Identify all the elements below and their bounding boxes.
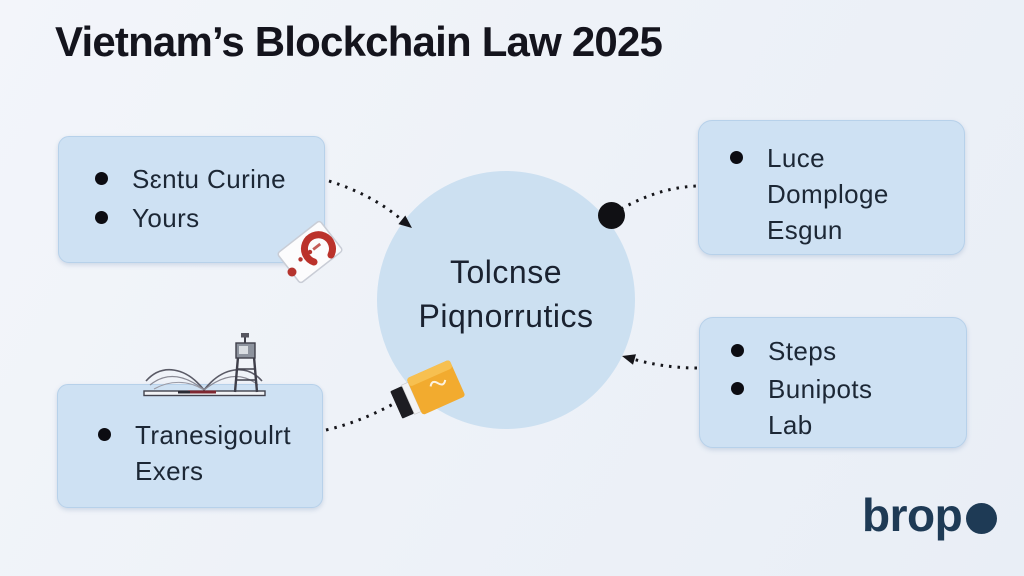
- bullet-icon: [730, 151, 743, 164]
- brand-logo-text: brop: [862, 489, 963, 541]
- arrow-bottom-right-to-center: [628, 356, 698, 370]
- connector-node-dot: [598, 202, 625, 229]
- box-top-left: Sɛntu Curine Yours: [58, 136, 325, 263]
- list-item: Bunipots Lab: [731, 371, 956, 443]
- list-item: Tranesigoulrt Exers: [98, 417, 312, 489]
- list-item: Luce Domploge Esgun: [730, 140, 954, 248]
- bullet-icon: [98, 428, 111, 441]
- arrowhead-bottom-right: [622, 354, 636, 365]
- page-title: Vietnam’s Blockchain Law 2025: [55, 18, 663, 65]
- bullet-icon: [95, 172, 108, 185]
- list-item: Yours: [95, 200, 312, 237]
- bullet-icon: [95, 211, 108, 224]
- center-line-2: Piqnorrutics: [418, 298, 594, 334]
- arrow-center-to-top-right: [620, 184, 698, 211]
- center-node-label: Tolcnse Piqnorrutics: [419, 250, 594, 350]
- bullet-icon: [731, 382, 744, 395]
- list-item-label: Sɛntu Curine: [132, 164, 287, 194]
- box-top-right: Luce Domploge Esgun: [698, 120, 965, 255]
- list-item-label: Yours: [132, 203, 200, 233]
- logo-dot-icon: [966, 503, 998, 534]
- bullet-icon: [731, 344, 744, 357]
- center-line-1: Tolcnse: [449, 254, 562, 290]
- list-item: Sɛntu Curine: [95, 161, 312, 198]
- list-item-label: Steps: [768, 336, 837, 366]
- list-item: Steps: [731, 333, 956, 369]
- box-bottom-left: Tranesigoulrt Exers: [57, 384, 323, 508]
- list-item-label: Tranesigoulrt Exers: [135, 420, 291, 486]
- list-item-label: Bunipots Lab: [768, 374, 873, 440]
- box-bottom-right: Steps Bunipots Lab: [699, 317, 967, 448]
- tag-red-hook-icon: [277, 220, 343, 284]
- list-item-label: Luce Domploge Esgun: [767, 143, 889, 245]
- brand-logo: brop: [862, 488, 998, 542]
- open-book-tower-icon: [143, 333, 266, 397]
- yellow-marker-icon: [390, 360, 465, 419]
- arrow-bottom-left-to-center: [325, 400, 398, 432]
